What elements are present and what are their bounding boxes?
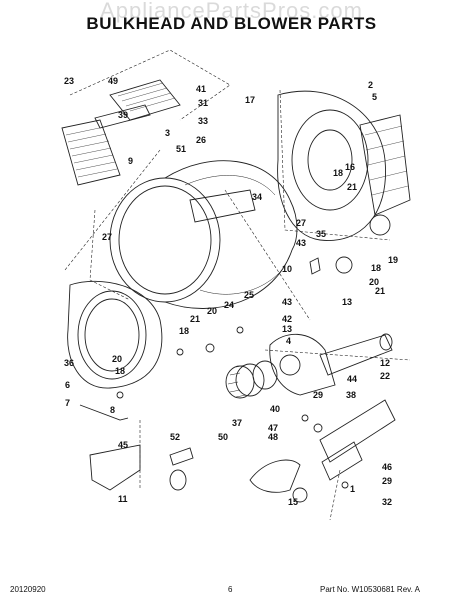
callout-40: 40: [270, 404, 280, 414]
callout-37: 37: [232, 418, 242, 428]
callout-2: 2: [368, 80, 373, 90]
wire-harness-part: [79, 404, 129, 421]
callout-27: 27: [296, 218, 306, 228]
callout-34: 34: [252, 192, 262, 202]
callout-49: 49: [108, 76, 118, 86]
callout-42: 42: [282, 314, 292, 324]
callout-21: 21: [375, 286, 385, 296]
callout-52: 52: [170, 432, 180, 442]
callout-10: 10: [282, 264, 292, 274]
callout-38: 38: [346, 390, 356, 400]
callout-50: 50: [218, 432, 228, 442]
motor-pulley-part: [335, 256, 353, 274]
callout-41: 41: [196, 84, 206, 94]
callout-5: 5: [372, 92, 377, 102]
callout-26: 26: [196, 135, 206, 145]
callout-21: 21: [190, 314, 200, 324]
callout-48: 48: [268, 432, 278, 442]
thermal-fuse-part: [169, 469, 187, 491]
lint-screen-part: [61, 119, 121, 186]
callout-18: 18: [333, 168, 343, 178]
drum-part: [109, 160, 298, 309]
callout-25: 25: [244, 290, 254, 300]
callout-3: 3: [165, 128, 170, 138]
callout-29: 29: [382, 476, 392, 486]
lint-filter-housing-part: [94, 79, 181, 129]
callout-43: 43: [296, 238, 306, 248]
blower-wheel-part: [225, 363, 265, 399]
callout-11: 11: [118, 494, 128, 504]
callout-51: 51: [176, 144, 186, 154]
callout-36: 36: [64, 358, 74, 368]
callout-20: 20: [207, 306, 217, 316]
callout-21: 21: [347, 182, 357, 192]
callout-18: 18: [371, 263, 381, 273]
callout-13: 13: [282, 324, 292, 334]
footer-page-number: 6: [228, 585, 233, 594]
callout-29: 29: [313, 390, 323, 400]
callout-labels: 4941233133393265193427172516182127354319…: [64, 76, 398, 507]
callout-1: 1: [350, 484, 355, 494]
callout-47: 47: [268, 423, 278, 433]
screw-part: [236, 326, 244, 334]
callout-7: 7: [65, 398, 70, 408]
callout-44: 44: [347, 374, 357, 384]
rear-bulkhead-part: [277, 90, 411, 241]
callout-4: 4: [286, 336, 291, 346]
callout-20: 20: [369, 277, 379, 287]
callout-45: 45: [118, 440, 128, 450]
callout-8: 8: [110, 405, 115, 415]
callout-20: 20: [112, 354, 122, 364]
callout-39: 39: [118, 110, 128, 120]
footer-date: 20120920: [10, 585, 46, 594]
callout-35: 35: [316, 229, 326, 239]
callout-32: 32: [382, 497, 392, 507]
callout-12: 12: [380, 358, 390, 368]
callout-17: 17: [245, 95, 255, 105]
front-bulkhead-part: [67, 280, 163, 389]
callout-15: 15: [288, 497, 298, 507]
callout-24: 24: [224, 300, 234, 310]
callout-18: 18: [115, 366, 125, 376]
callout-22: 22: [380, 371, 390, 381]
callout-23: 23: [64, 76, 74, 86]
callout-18: 18: [179, 326, 189, 336]
callout-19: 19: [388, 255, 398, 265]
callout-43: 43: [282, 297, 292, 307]
callout-16: 16: [345, 162, 355, 172]
gasket-ring-part: [252, 360, 278, 390]
callout-6: 6: [65, 380, 70, 390]
page-title: BULKHEAD AND BLOWER PARTS: [86, 14, 377, 33]
blower-housing-part: [269, 333, 393, 396]
callout-31: 31: [198, 98, 208, 108]
callout-9: 9: [128, 156, 133, 166]
callout-46: 46: [382, 462, 392, 472]
sensor-part: [169, 447, 194, 466]
heater-assembly-part: [249, 399, 396, 503]
callout-33: 33: [198, 116, 208, 126]
callout-27: 27: [102, 232, 112, 242]
callout-13: 13: [342, 297, 352, 307]
lint-duct-part: [89, 444, 141, 491]
footer-part-number: Part No. W10530681 Rev. A: [320, 585, 420, 594]
assembly-guide-lines: [64, 49, 411, 521]
bracket-part: [309, 257, 321, 275]
